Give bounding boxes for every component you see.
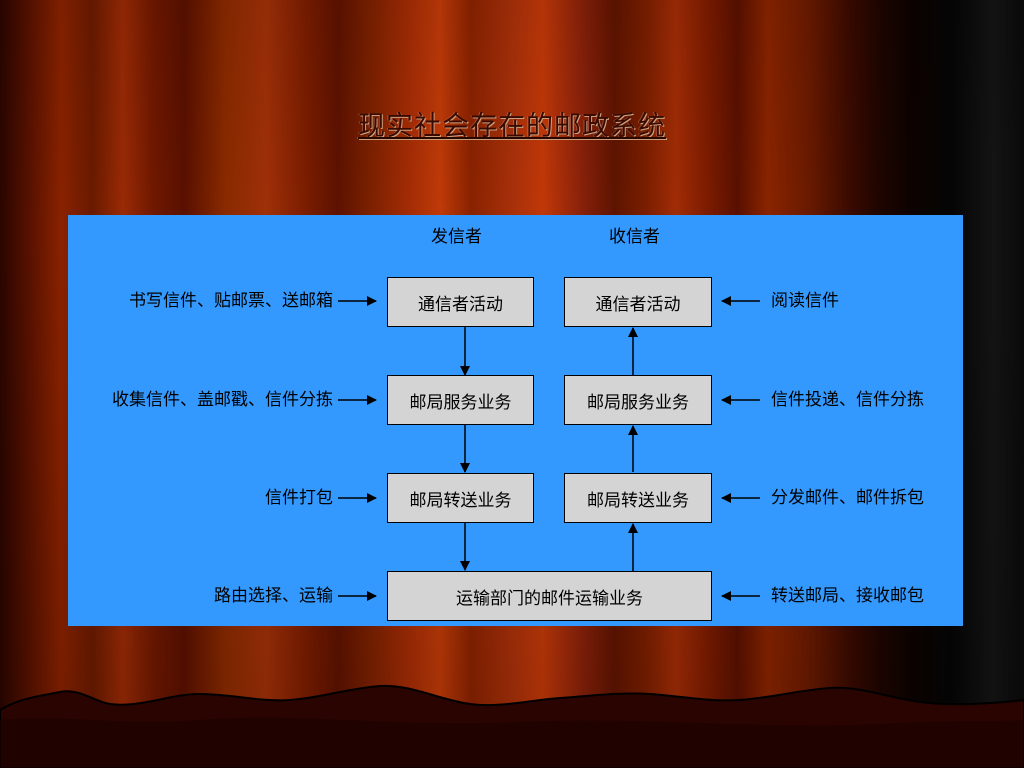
sender-box-communicator: 通信者活动 <box>387 277 534 327</box>
connector-arrows <box>338 296 760 601</box>
receiver-box-post-service: 邮局服务业务 <box>564 375 712 425</box>
sender-box-post-transfer: 邮局转送业务 <box>387 473 534 523</box>
transport-box: 运输部门的邮件运输业务 <box>387 571 712 621</box>
receiver-label-2: 信件投递、信件分拣 <box>771 390 924 410</box>
sender-label-3: 信件打包 <box>265 488 333 508</box>
curtain-bottom-edge <box>0 684 1024 768</box>
receiver-box-communicator: 通信者活动 <box>564 277 712 327</box>
sender-header: 发信者 <box>431 227 482 247</box>
receiver-label-4: 转送邮局、接收邮包 <box>771 586 924 606</box>
postal-system-diagram: 发信者 收信者 通信者活动 邮局服务业务 邮局转送业务 通信者活动 邮局服务业务… <box>68 215 963 626</box>
sender-label-4: 路由选择、运输 <box>214 586 333 606</box>
receiver-label-3: 分发邮件、邮件拆包 <box>771 488 924 508</box>
receiver-header: 收信者 <box>609 227 660 247</box>
page-title: 现实社会存在的邮政系统 <box>358 111 666 142</box>
receiver-box-post-transfer: 邮局转送业务 <box>564 473 712 523</box>
receiver-label-1: 阅读信件 <box>771 291 839 311</box>
sender-box-post-service: 邮局服务业务 <box>387 375 534 425</box>
sender-label-2: 收集信件、盖邮戳、信件分拣 <box>112 390 333 410</box>
sender-label-1: 书写信件、贴邮票、送邮箱 <box>129 291 333 311</box>
